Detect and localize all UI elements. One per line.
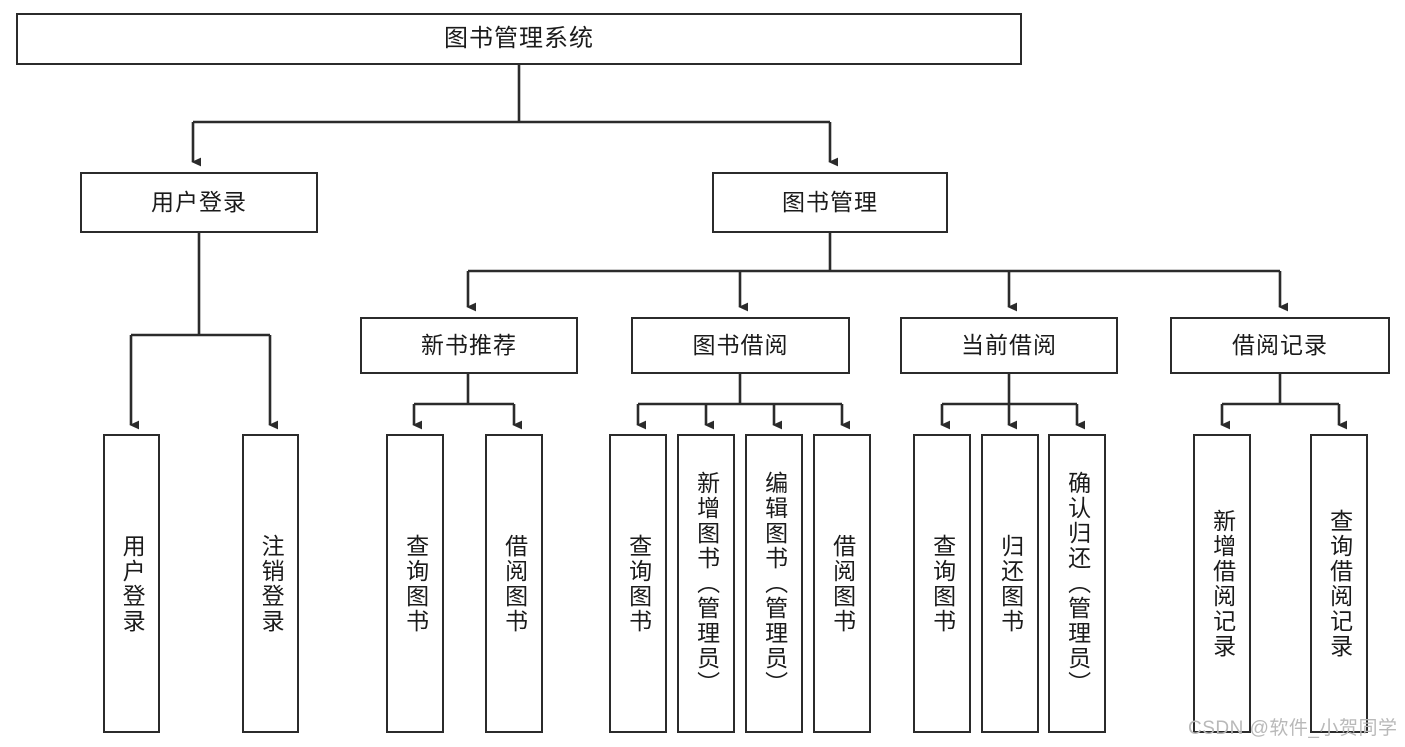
leaf-query-book-from-borrow[interactable]: 查询图书 — [609, 434, 667, 733]
node-current-borrow[interactable]: 当前借阅 — [900, 317, 1118, 374]
node-borrow-record[interactable]: 借阅记录 — [1170, 317, 1390, 374]
node-user-login[interactable]: 用户登录 — [80, 172, 318, 233]
node-book-borrow[interactable]: 图书借阅 — [631, 317, 850, 374]
leaf-user-logout[interactable]: 注销登录 — [242, 434, 299, 733]
leaf-borrow-book-from-borrow[interactable]: 借阅图书 — [813, 434, 871, 733]
node-label: 用户登录 — [151, 188, 247, 215]
leaf-add-book-admin[interactable]: 新增图书（管理员） — [677, 434, 735, 733]
node-label: 用户登录 — [119, 533, 146, 634]
leaf-confirm-return-admin[interactable]: 确认归还（管理员） — [1048, 434, 1106, 733]
node-label: 新增借阅记录 — [1209, 508, 1236, 659]
node-label: 借阅图书 — [829, 533, 856, 634]
node-label: 图书管理 — [782, 188, 878, 215]
leaf-query-book-from-current[interactable]: 查询图书 — [913, 434, 971, 733]
leaf-borrow-book-from-recommend[interactable]: 借阅图书 — [485, 434, 543, 733]
node-label: 编辑图书（管理员） — [761, 471, 788, 696]
node-label: 查询借阅记录 — [1326, 508, 1353, 659]
node-label: 当前借阅 — [961, 331, 1057, 358]
node-book-management[interactable]: 图书管理 — [712, 172, 948, 233]
node-label: 确认归还（管理员） — [1064, 471, 1091, 696]
node-label: 注销登录 — [258, 533, 285, 634]
node-label: 借阅记录 — [1232, 331, 1328, 358]
node-label: 归还图书 — [997, 533, 1024, 634]
leaf-edit-book-admin[interactable]: 编辑图书（管理员） — [745, 434, 803, 733]
node-label: 图书借阅 — [692, 331, 789, 358]
leaf-user-login[interactable]: 用户登录 — [103, 434, 160, 733]
node-label: 新增图书（管理员） — [693, 471, 720, 696]
node-root-book-management-system[interactable]: 图书管理系统 — [16, 13, 1022, 65]
csdn-watermark: CSDN @软件_小贺同学 — [1188, 718, 1398, 739]
node-label: 查询图书 — [929, 533, 956, 634]
node-label: 新书推荐 — [421, 331, 517, 358]
node-label: 借阅图书 — [501, 533, 528, 634]
leaf-add-borrow-record[interactable]: 新增借阅记录 — [1193, 434, 1251, 733]
leaf-return-book[interactable]: 归还图书 — [981, 434, 1039, 733]
node-label: 查询图书 — [402, 533, 429, 634]
node-label: 图书管理系统 — [444, 24, 594, 52]
leaf-query-borrow-record[interactable]: 查询借阅记录 — [1310, 434, 1368, 733]
node-label: 查询图书 — [625, 533, 652, 634]
leaf-query-book-from-recommend[interactable]: 查询图书 — [386, 434, 444, 733]
node-new-book-recommend[interactable]: 新书推荐 — [360, 317, 578, 374]
